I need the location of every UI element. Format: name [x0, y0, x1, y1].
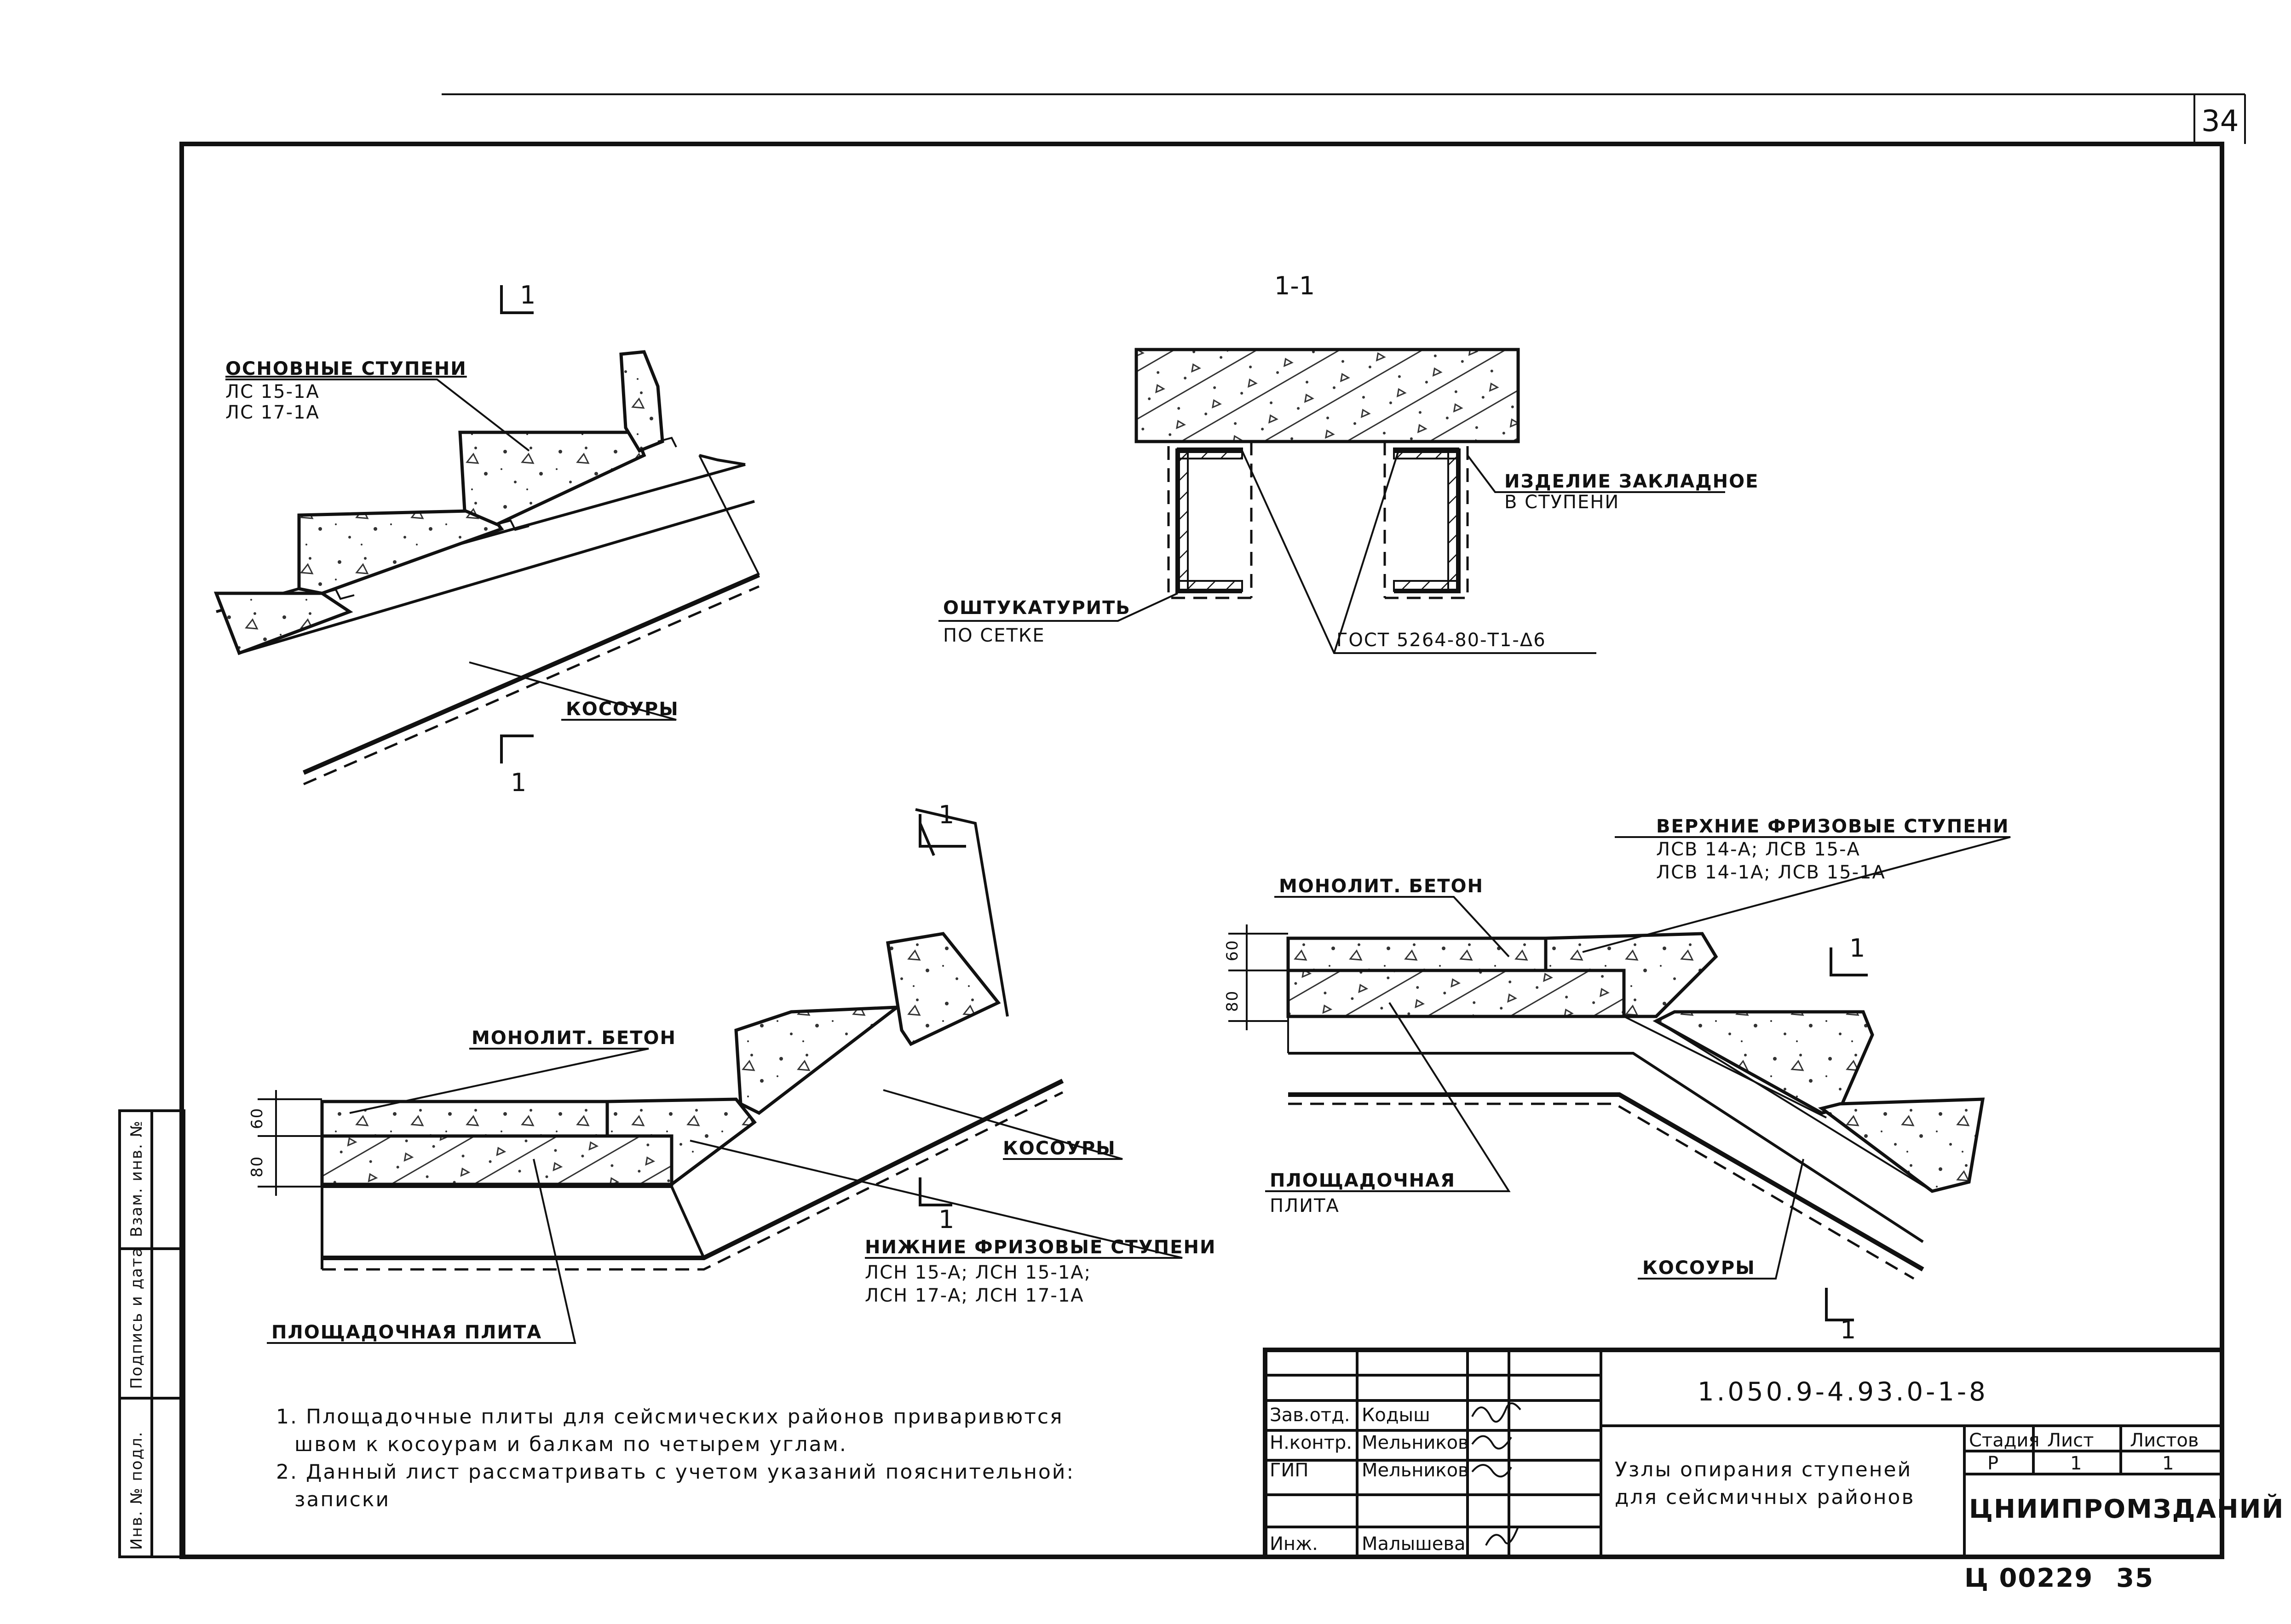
label-embedded-2: В СТУПЕНИ — [1504, 492, 1619, 513]
label-upper-title: ВЕРХНИЕ ФРИЗОВЫЕ СТУПЕНИ — [1656, 816, 2009, 837]
archive-number: Ц 00229 — [1964, 1563, 2093, 1593]
label-plaster-1: ОШТУКАТУРИТЬ — [943, 597, 1131, 619]
label-monolith-1: МОНОЛИТ. БЕТОН — [472, 1027, 676, 1049]
note-line-2: швом к косоурам и балкам по четырем угла… — [294, 1433, 847, 1456]
label-platform-slab: ПЛОЩАДОЧНАЯ ПЛИТА — [271, 1322, 542, 1343]
section-mark-top: 1 — [520, 281, 535, 310]
label-platform-1: ПЛОЩАДОЧНАЯ — [1270, 1170, 1456, 1191]
name-2: Мельников — [1362, 1432, 1469, 1453]
label-main-steps-1: ЛС 15-1А — [225, 381, 320, 402]
sheet-value: 1 — [2070, 1453, 2082, 1474]
page-number: 34 — [2201, 104, 2239, 138]
name-1: Кодыш — [1362, 1405, 1430, 1426]
side-stamp-cell-1: Инв. № подл. — [127, 1431, 146, 1550]
role-1: Зав.отд. — [1270, 1405, 1350, 1426]
role-3: ГИП — [1270, 1460, 1308, 1481]
signatures — [1471, 1402, 1521, 1546]
label-stringers-2: КОСОУРЫ — [1003, 1138, 1116, 1159]
label-stringers-1: КОСОУРЫ — [566, 699, 679, 720]
label-upper-2: ЛСВ 14-1А; ЛСВ 15-1А — [1656, 862, 1886, 883]
section-mark-4b: 1 — [1840, 1315, 1856, 1344]
label-embedded-1: ИЗДЕЛИЕ ЗАКЛАДНОЕ — [1504, 471, 1759, 492]
title-block — [1263, 1348, 2224, 1559]
dim-60-b: 60 — [1223, 940, 1242, 961]
side-stamp-cell-3: Взам. инв. № — [127, 1120, 146, 1237]
detail-upper-frieze — [1228, 836, 2011, 1321]
page-below: 35 — [2116, 1563, 2154, 1593]
section-title-1-1: 1-1 — [1274, 271, 1315, 300]
sheet-frame — [179, 93, 2246, 1559]
dim-80-a: 80 — [248, 1156, 266, 1177]
section-mark-3a: 1 — [938, 800, 954, 829]
label-gost: ГОСТ 5264-80-Т1-Δ6 — [1336, 630, 1546, 651]
note-line-1: 1. Площадочные плиты для сейсмических ра… — [276, 1405, 1064, 1429]
label-stringers-3: КОСОУРЫ — [1642, 1257, 1756, 1279]
sheets-value: 1 — [2162, 1453, 2174, 1474]
label-lower-1: ЛСН 15-А; ЛСН 15-1А; — [865, 1262, 1091, 1283]
role-2: Н.контр. — [1270, 1432, 1352, 1453]
note-line-3: 2. Данный лист рассматривать с учетом ук… — [276, 1460, 1075, 1484]
organization: ЦНИИПРОМЗДАНИЙ — [1969, 1494, 2284, 1524]
doc-code: 1.050.9-4.93.0-1-8 — [1698, 1377, 1988, 1407]
dim-60-a: 60 — [248, 1108, 266, 1129]
note-line-4: записки — [294, 1488, 390, 1511]
stage-value: Р — [1987, 1453, 1998, 1474]
detail-main-steps — [213, 285, 760, 786]
label-main-steps-2: ЛС 17-1А — [225, 402, 320, 423]
side-stamp-cell-2: Подпись и дата — [127, 1246, 146, 1389]
label-monolith-2: МОНОЛИТ. БЕТОН — [1279, 876, 1484, 897]
label-main-steps-title: ОСНОВНЫЕ СТУПЕНИ — [225, 358, 467, 379]
section-1-1 — [938, 348, 1725, 654]
sheet-title-1: Узлы опирания ступеней — [1615, 1458, 1912, 1481]
label-plaster-2: ПО СЕТКЕ — [943, 625, 1045, 646]
name-5: Малышева — [1362, 1533, 1465, 1555]
sheet-label: Лист — [2047, 1430, 2094, 1451]
dim-80-b: 80 — [1223, 990, 1242, 1012]
section-mark-bottom: 1 — [511, 768, 526, 797]
role-5: Инж. — [1270, 1533, 1318, 1555]
label-lower-2: ЛСН 17-А; ЛСН 17-1А — [865, 1285, 1084, 1306]
name-3: Мельников — [1362, 1460, 1469, 1481]
label-upper-1: ЛСВ 14-А; ЛСВ 15-А — [1656, 839, 1860, 860]
section-mark-4a: 1 — [1849, 934, 1865, 963]
stage-label: Стадия — [1969, 1430, 2039, 1451]
sheet-title-2: для сейсмичных районов — [1615, 1486, 1915, 1509]
side-stamp — [118, 1109, 185, 1558]
label-lower-title: НИЖНИЕ ФРИЗОВЫЕ СТУПЕНИ — [865, 1237, 1216, 1258]
label-platform-2: ПЛИТА — [1270, 1195, 1340, 1217]
sheets-label: Листов — [2130, 1430, 2199, 1451]
detail-lower-frieze — [258, 808, 1183, 1344]
section-mark-3b: 1 — [938, 1205, 954, 1234]
